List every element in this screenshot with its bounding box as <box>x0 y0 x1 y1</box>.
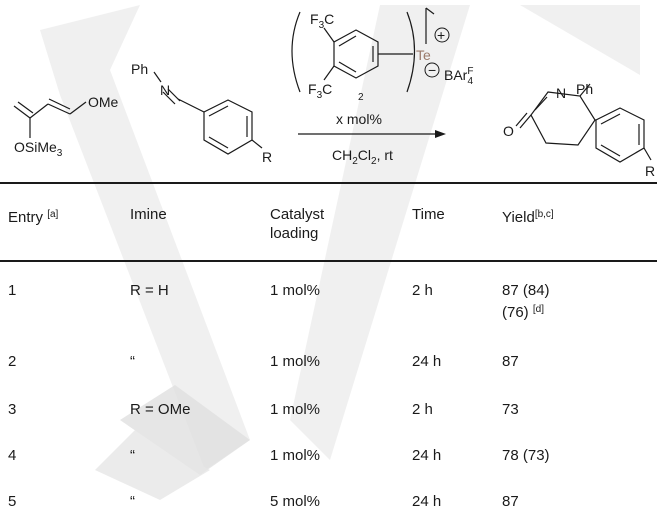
row1-entry: 1 <box>8 282 17 299</box>
header-time: Time <box>412 206 445 223</box>
row4-imine: “ <box>130 447 135 464</box>
row3-yield: 73 <box>502 401 519 418</box>
tellurium-label: Te <box>416 47 431 63</box>
imine-r-label: R <box>262 149 272 165</box>
conditions-label: CH2Cl2, rt <box>332 147 393 167</box>
row2-time: 24 h <box>412 353 442 370</box>
row5-entry: 5 <box>8 493 17 510</box>
table-top-rule <box>0 182 657 184</box>
header-entry: Entry [a] <box>8 209 59 226</box>
imine-nitrogen-label: N <box>160 82 170 98</box>
product-phenyl-label: Ph <box>576 81 593 97</box>
row3-entry: 3 <box>8 401 17 418</box>
row2-entry: 2 <box>8 353 17 370</box>
catalyst-loading-label: x mol% <box>336 111 382 127</box>
header-yield: Yield[b,c] <box>502 209 554 226</box>
product-r-label: R <box>645 163 655 179</box>
trimethylsilyloxy-label: OSiMe3 <box>14 139 63 159</box>
product-nitrogen-label: N <box>556 85 566 101</box>
row5-yield: 87 <box>502 493 519 510</box>
catalyst-subscript-2: 2 <box>358 92 364 103</box>
row5-time: 24 h <box>412 493 442 510</box>
row3-loading: 1 mol% <box>270 401 321 418</box>
cation-charge: + <box>437 27 445 43</box>
row4-loading: 1 mol% <box>270 447 321 464</box>
table-header-rule <box>0 260 657 262</box>
row2-imine: “ <box>130 353 135 370</box>
row1-loading: 1 mol% <box>270 282 321 299</box>
row2-yield: 87 <box>502 353 519 370</box>
row4-entry: 4 <box>8 447 17 464</box>
row4-time: 24 h <box>412 447 442 464</box>
product-oxygen-label: O <box>503 123 514 139</box>
catalyst-cf3-bottom: F3C <box>308 81 332 101</box>
row3-time: 2 h <box>412 401 433 418</box>
header-imine: Imine <box>130 206 167 223</box>
methoxy-label: OMe <box>88 94 119 110</box>
row1-imine: R = H <box>130 282 169 299</box>
row5-imine: “ <box>130 493 135 510</box>
imine-phenyl-label: Ph <box>131 61 148 77</box>
catalyst-cf3-top: F3C <box>310 11 334 31</box>
row5-loading: 5 mol% <box>270 493 321 510</box>
row4-yield: 78 (73) <box>502 447 550 464</box>
row3-imine: R = OMe <box>130 401 191 418</box>
anion-charge: − <box>428 62 436 78</box>
row1-time: 2 h <box>412 282 433 299</box>
row2-loading: 1 mol% <box>270 353 321 370</box>
row1-yield: 87 (84)(76) [d] <box>502 282 550 321</box>
